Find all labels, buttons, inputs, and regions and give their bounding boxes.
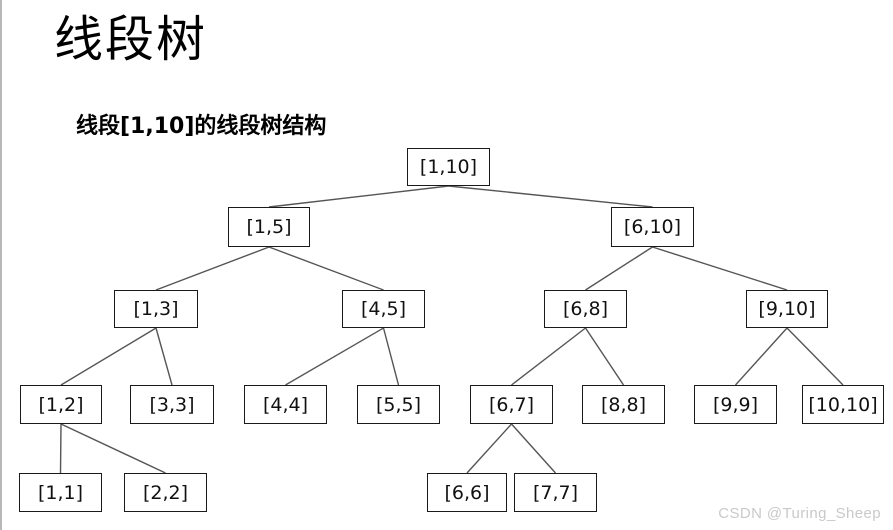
tree-edge bbox=[585, 246, 653, 291]
section-subtitle: 线段[1,10]的线段树结构 bbox=[76, 114, 327, 139]
tree-node-n1_2: [1,2] bbox=[20, 385, 102, 424]
tree-edge bbox=[448, 185, 653, 208]
tree-node-n1_10: [1,10] bbox=[407, 148, 490, 186]
tree-edge bbox=[786, 327, 844, 386]
tree-node-n6_10: [6,10] bbox=[611, 207, 694, 247]
tree-edge bbox=[155, 327, 173, 386]
tree-edge bbox=[268, 246, 384, 291]
tree-edge bbox=[466, 423, 513, 474]
tree-node-n9_9: [9,9] bbox=[694, 385, 777, 424]
tree-edge bbox=[584, 327, 625, 386]
tree-node-n1_5: [1,5] bbox=[228, 207, 310, 247]
tree-node-n2_2: [2,2] bbox=[124, 473, 207, 512]
tree-edge bbox=[382, 327, 400, 386]
tree-edge bbox=[60, 423, 166, 474]
tree-edge bbox=[510, 423, 557, 474]
tree-node-n4_5: [4,5] bbox=[342, 290, 425, 328]
tree-node-n8_8: [8,8] bbox=[582, 385, 665, 424]
tree-edge bbox=[268, 185, 449, 208]
tree-edge bbox=[285, 327, 384, 386]
tree-node-n5_5: [5,5] bbox=[357, 385, 440, 424]
tree-node-n6_8: [6,8] bbox=[544, 290, 627, 328]
watermark: CSDN @Turing_Sheep bbox=[718, 505, 881, 522]
tree-edge bbox=[60, 327, 157, 386]
tree-edge bbox=[511, 327, 586, 386]
tree-node-n4_4: [4,4] bbox=[244, 385, 327, 424]
tree-node-n7_7: [7,7] bbox=[514, 473, 597, 512]
tree-node-n1_1: [1,1] bbox=[19, 473, 102, 512]
tree-node-n3_3: [3,3] bbox=[130, 385, 214, 424]
page-title: 线段树 bbox=[54, 11, 208, 68]
tree-node-n10_10: [10,10] bbox=[802, 385, 884, 424]
tree-node-n1_3: [1,3] bbox=[114, 290, 198, 328]
tree-node-n6_7: [6,7] bbox=[470, 385, 553, 424]
tree-edge bbox=[652, 246, 788, 291]
tree-node-n9_10: [9,10] bbox=[746, 290, 828, 328]
tree-edge bbox=[734, 327, 788, 386]
tree-edge bbox=[59, 423, 62, 474]
tree-edge bbox=[155, 246, 270, 291]
tree-node-n6_6: [6,6] bbox=[427, 473, 507, 512]
